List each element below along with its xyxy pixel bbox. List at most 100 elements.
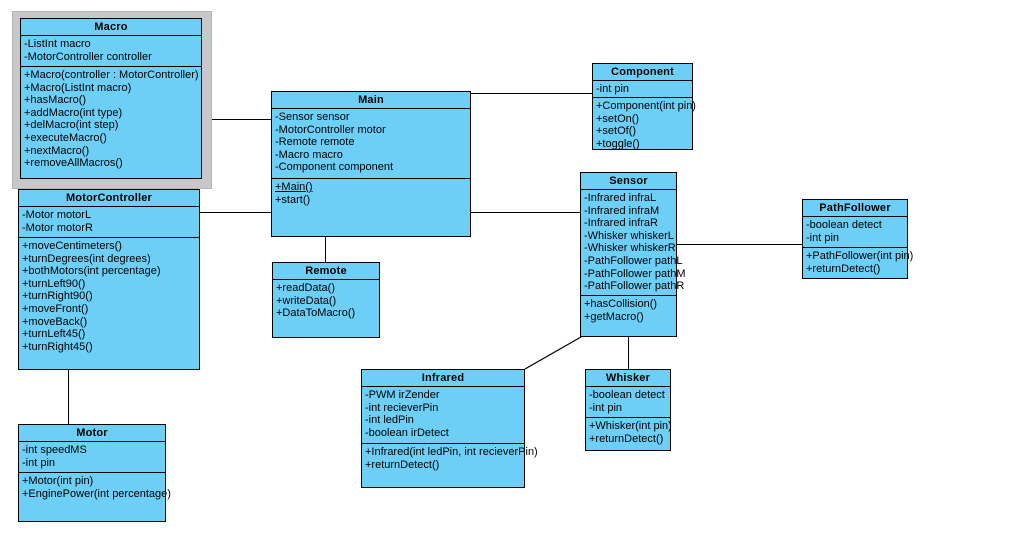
class-attribute: -Whisker whiskerR	[584, 242, 676, 255]
class-operations-motor: +Motor(int pin)+EnginePower(int percenta…	[19, 473, 171, 502]
class-operation: +moveCentimeters()	[22, 240, 122, 252]
class-name-sensor: Sensor	[581, 173, 676, 190]
class-attribute: -boolean detect	[589, 389, 665, 401]
class-operation: +executeMacro()	[24, 131, 107, 144]
class-operation: +getMacro()	[584, 310, 644, 323]
class-operation: +turnRight45()	[22, 340, 93, 353]
class-attribute: -int recieverPin	[365, 401, 439, 414]
class-attribute: -PathFollower pathM	[584, 267, 686, 280]
class-attribute: -PathFollower pathL	[584, 254, 683, 267]
class-name-component: Component	[593, 64, 692, 81]
uml-class-main[interactable]: Main-Sensor sensor-MotorController motor…	[271, 91, 471, 237]
class-operations-macro: +Macro(controller : MotorController)+Mac…	[21, 67, 201, 172]
uml-class-macro[interactable]: Macro -ListInt macro-MotorController cont…	[20, 18, 202, 179]
class-attribute: -MotorController controller	[24, 50, 152, 63]
class-name-motorcontroller: MotorController	[19, 190, 199, 207]
class-operations-motorcontroller: +moveCentimeters()+turnDegrees(int degre…	[19, 238, 199, 355]
class-attributes-motorcontroller: -Motor motorL-Motor motorR	[19, 207, 199, 238]
class-operation: +toggle()	[596, 137, 640, 150]
class-operation: +Whisker(int pin)	[589, 420, 672, 432]
class-operation: +writeData()	[276, 294, 337, 307]
class-name-whisker: Whisker	[586, 370, 670, 387]
class-attributes-infrared: -PWM irZender-int recieverPin-int ledPin…	[362, 387, 524, 444]
class-operation: +Macro(ListInt macro)	[24, 81, 132, 94]
class-operation: +Main()	[275, 181, 313, 193]
class-operation: +Component(int pin)	[596, 100, 696, 112]
class-operation: +EnginePower(int percentage)	[22, 487, 171, 500]
class-operations-infrared: +Infrared(int ledPin, int recieverPin)+r…	[362, 444, 538, 473]
class-attribute: -int pin	[22, 456, 56, 469]
class-attribute: -Sensor sensor	[275, 111, 350, 123]
class-attributes-whisker: -boolean detect-int pin	[586, 387, 670, 418]
class-operations-pathfollower: +PathFollower(int pin)+returnDetect()	[803, 248, 914, 277]
class-operation: +hasCollision()	[584, 298, 658, 310]
class-attribute: -Infrared infraM	[584, 204, 660, 217]
class-operations-main: +Main()+start()	[272, 179, 470, 208]
class-operation: +delMacro(int step)	[24, 119, 119, 132]
connector-sensor-pathfollower[interactable]	[677, 244, 802, 245]
class-operation: +turnDegrees(int degrees)	[22, 252, 151, 265]
class-operation: +turnLeft45()	[22, 328, 86, 341]
uml-class-pathfollower[interactable]: PathFollower-boolean detect-int pin+Path…	[802, 199, 914, 279]
class-attribute: -Remote remote	[275, 136, 355, 149]
class-operation: +hasMacro()	[24, 94, 87, 107]
connector-main-component[interactable]	[471, 93, 592, 94]
class-attribute: -int pin	[589, 401, 623, 414]
class-name-motor: Motor	[19, 425, 165, 442]
class-operation: +nextMacro()	[24, 144, 90, 157]
uml-class-whisker[interactable]: Whisker-boolean detect-int pin+Whisker(i…	[585, 369, 672, 451]
class-attribute: -MotorController motor	[275, 123, 386, 136]
connector-main-sensor[interactable]	[471, 212, 580, 213]
class-operation: +Motor(int pin)	[22, 475, 94, 487]
class-operation: +moveFront()	[22, 302, 89, 315]
class-attributes-component: -int pin	[593, 81, 692, 98]
uml-class-motorcontroller[interactable]: MotorController-Motor motorL-Motor motor…	[18, 189, 200, 370]
class-operation: +DataToMacro()	[276, 307, 356, 320]
connector-macro-main[interactable]	[202, 119, 271, 120]
class-attribute: -Infrared infraR	[584, 217, 658, 230]
class-operation: +removeAllMacros()	[24, 157, 123, 170]
class-attribute: -ListInt macro	[24, 38, 91, 50]
class-attributes-main: -Sensor sensor-MotorController motor-Rem…	[272, 109, 470, 179]
class-attribute: -int pin	[806, 231, 840, 244]
class-operation: +returnDetect()	[365, 458, 440, 471]
class-attributes-pathfollower: -boolean detect-int pin	[803, 217, 907, 248]
class-name-main: Main	[272, 92, 470, 109]
uml-class-component[interactable]: Component-int pin +Component(int pin) +set…	[592, 63, 696, 150]
class-operation: +bothMotors(int percentage)	[22, 265, 161, 278]
class-attributes-sensor: -Infrared infraL-Infrared infraM-Infrare…	[581, 190, 686, 296]
uml-class-motor[interactable]: Motor-int speedMS-int pin+Motor(int pin)…	[18, 424, 171, 522]
class-attribute: -Whisker whiskerL	[584, 229, 674, 242]
class-operation: +PathFollower(int pin)	[806, 250, 914, 262]
class-operation: +returnDetect()	[589, 432, 664, 445]
class-attribute: -int ledPin	[365, 414, 414, 427]
class-attribute: -Motor motorL	[22, 209, 92, 221]
connector-motorcontroller-main[interactable]	[200, 212, 271, 213]
class-operation: +Infrared(int ledPin, int recieverPin)	[365, 446, 538, 458]
class-attribute: -boolean detect	[806, 219, 882, 231]
uml-class-infrared[interactable]: Infrared-PWM irZender-int recieverPin-in…	[361, 369, 538, 488]
uml-class-sensor[interactable]: Sensor-Infrared infraL-Infrared infraM-I…	[580, 172, 686, 337]
class-operations-whisker: +Whisker(int pin)+returnDetect()	[586, 418, 672, 447]
class-operation: +start()	[275, 193, 311, 206]
uml-class-remote[interactable]: Remote+readData()+writeData()+DataToMacr…	[272, 262, 380, 338]
class-name-macro: Macro	[21, 19, 201, 36]
class-operation: +setOf()	[596, 125, 637, 138]
class-attributes-motor: -int speedMS-int pin	[19, 442, 165, 473]
class-operation: +turnRight90()	[22, 290, 93, 303]
class-operation: +moveBack()	[22, 315, 88, 328]
connector-sensor-infrared[interactable]	[524, 336, 582, 370]
connector-motorcontroller-motor[interactable]	[68, 370, 69, 424]
connector-main-remote[interactable]	[325, 237, 326, 262]
class-attribute: -int speedMS	[22, 444, 87, 456]
class-attribute: -Motor motorR	[22, 221, 93, 234]
class-operation: +Macro(controller : MotorController)	[24, 69, 199, 81]
class-operations-sensor: +hasCollision()+getMacro()	[581, 296, 676, 325]
class-operation: +turnLeft90()	[22, 277, 86, 290]
class-name-remote: Remote	[273, 263, 379, 280]
class-operation: +returnDetect()	[806, 262, 881, 275]
class-operation: +addMacro(int type)	[24, 106, 123, 119]
connector-sensor-whisker[interactable]	[628, 337, 629, 369]
class-name-pathfollower: PathFollower	[803, 200, 907, 217]
